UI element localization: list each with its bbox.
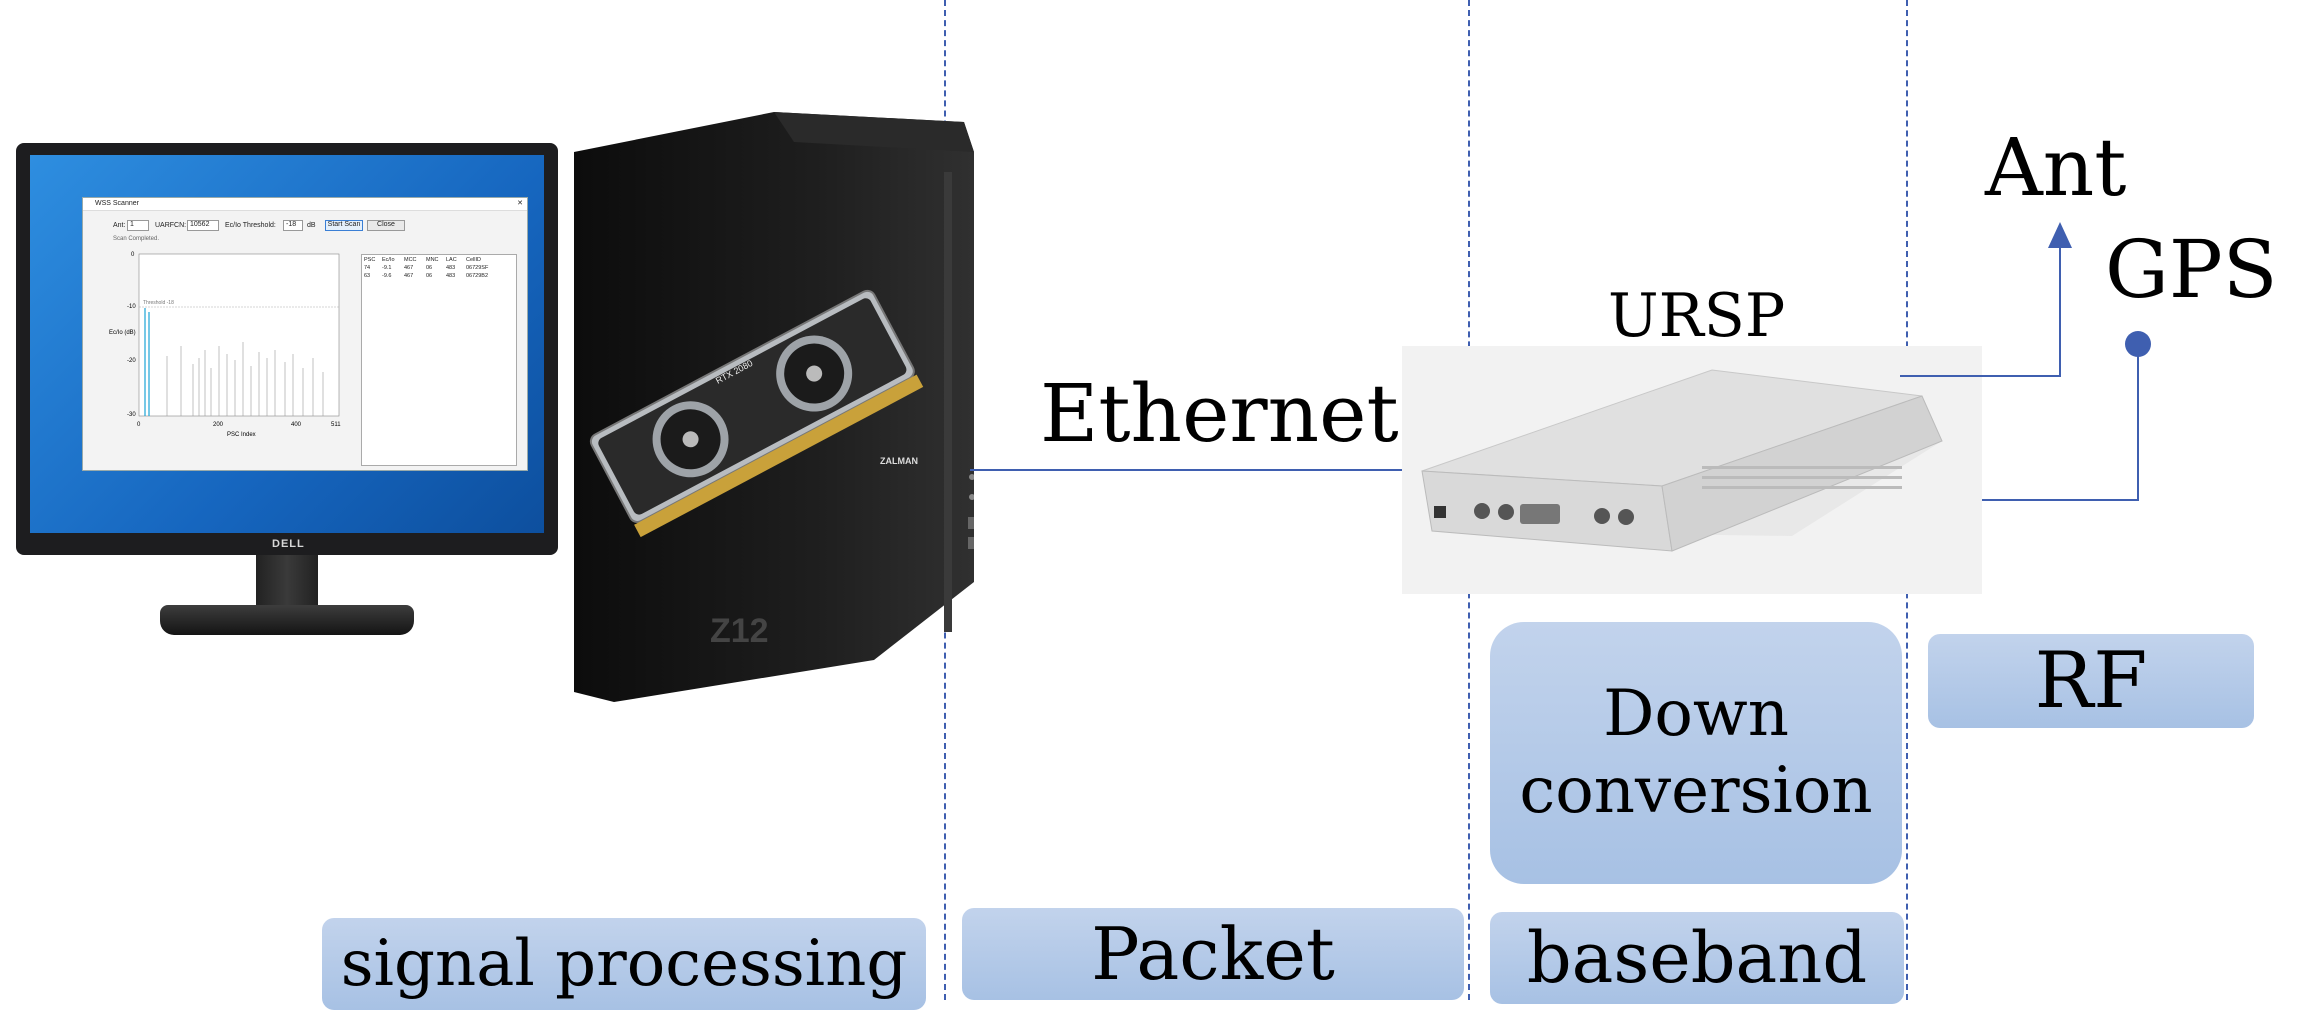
ytick-1: -10 xyxy=(127,304,136,310)
uarfcn-select[interactable]: 10562 xyxy=(187,220,219,231)
ant-select[interactable]: 1 xyxy=(127,220,149,231)
cell-mcc: 467 xyxy=(404,265,414,271)
close-button[interactable]: Close xyxy=(367,220,405,231)
ursp-device xyxy=(1402,346,1982,594)
cell-ecio: -9.6 xyxy=(382,273,392,279)
monitor-screen: WSS Scanner ✕ Ant: 1 UARFCN: 10562 Ec/Io… xyxy=(30,155,544,533)
stage-baseband: baseband xyxy=(1490,912,1904,1004)
gpu: RTX 2080 xyxy=(589,289,924,538)
app-title: WSS Scanner xyxy=(95,200,139,207)
threshold-input[interactable]: -18 xyxy=(283,220,303,231)
xtick-2: 400 xyxy=(291,422,302,428)
monitor-neck xyxy=(256,555,318,610)
col-lac: LAC xyxy=(446,257,457,263)
app-window: WSS Scanner ✕ Ant: 1 UARFCN: 10562 Ec/Io… xyxy=(82,197,528,471)
gps-label: GPS xyxy=(2105,223,2278,316)
scan-status: Scan Completed. xyxy=(113,236,160,242)
ethernet-link xyxy=(970,469,1402,471)
xtick-0: 0 xyxy=(137,422,141,428)
plot-area: 0 -10 -20 -30 0 200 400 511 PSC Index Ec… xyxy=(109,246,349,464)
case-brand: ZALMAN xyxy=(880,456,918,466)
stage-down-conversion-label: Down conversion xyxy=(1519,677,1873,828)
pc-tower-svg: ZALMAN Z12 RTX 2080 xyxy=(574,112,975,702)
plot-bars xyxy=(144,308,324,416)
table-row[interactable]: 74 -9.1 467 06 483 06729SF xyxy=(362,264,516,272)
ytick-3: -30 xyxy=(127,412,136,418)
gps-dot xyxy=(2125,331,2151,357)
stage-rf-label: RF xyxy=(2034,636,2148,726)
app-title-bar: WSS Scanner ✕ xyxy=(83,198,527,211)
cell-mnc: 06 xyxy=(426,273,433,279)
start-scan-button[interactable]: Start Scan xyxy=(325,220,363,231)
cell-lac: 483 xyxy=(446,265,456,271)
stage-signal-processing-label: signal processing xyxy=(340,927,908,1001)
cell-cellid: 06729SF xyxy=(466,265,489,271)
rf-connectors xyxy=(1900,222,2151,501)
threshold-unit: dB xyxy=(307,222,316,229)
plot-ylabel: Ec/Io (dB) xyxy=(109,330,136,336)
xtick-3: 511 xyxy=(331,422,341,428)
stage-packet-label: Packet xyxy=(1091,912,1335,996)
stage-down-conversion: Down conversion xyxy=(1490,622,1902,884)
col-psc: PSC xyxy=(364,257,376,263)
ursp-device-svg xyxy=(1421,369,1943,552)
xtick-1: 200 xyxy=(213,422,224,428)
threshold-label: Ec/Io Threshold: xyxy=(225,222,276,229)
uarfcn-label: UARFCN: xyxy=(155,222,187,229)
table-header: PSC Ec/Io MCC MNC LAC CellID xyxy=(362,255,516,264)
stage-packet: Packet xyxy=(962,908,1464,1000)
ant-label: Ant: xyxy=(113,222,126,229)
app-toolbar: Ant: 1 UARFCN: 10562 Ec/Io Threshold: -1… xyxy=(113,220,513,232)
case-model: Z12 xyxy=(710,612,769,650)
ursp-label: URSP xyxy=(1608,281,1786,351)
cell-ecio: -9.1 xyxy=(382,265,392,271)
app-close-icon[interactable]: ✕ xyxy=(517,200,523,207)
cell-cellid: 06729B2 xyxy=(466,273,489,279)
table-row[interactable]: 63 -9.6 467 06 483 06729B2 xyxy=(362,272,516,280)
col-cellid: CellID xyxy=(466,257,481,263)
cell-mnc: 06 xyxy=(426,265,433,271)
ytick-2: -20 xyxy=(127,358,136,364)
plot-svg: 0 -10 -20 -30 0 200 400 511 PSC Index Ec… xyxy=(109,252,341,438)
stage-baseband-label: baseband xyxy=(1526,917,1868,999)
stage-signal-processing: signal processing xyxy=(322,918,926,1010)
ant-arrowhead xyxy=(2048,222,2072,248)
col-mcc: MCC xyxy=(404,257,417,263)
monitor-brand-logo: DELL xyxy=(272,538,305,550)
stage-rf: RF xyxy=(1928,634,2254,728)
threshold-note: Threshold -18 xyxy=(143,300,174,306)
ytick-0: 0 xyxy=(131,252,135,258)
pc-tower: ZALMAN Z12 RTX 2080 xyxy=(574,112,975,702)
results-table: PSC Ec/Io MCC MNC LAC CellID 74 -9.1 467… xyxy=(361,254,517,466)
plot-xlabel: PSC Index xyxy=(227,432,256,438)
cell-mcc: 467 xyxy=(404,273,414,279)
col-mnc: MNC xyxy=(426,257,439,263)
cell-psc: 74 xyxy=(364,265,371,271)
monitor: WSS Scanner ✕ Ant: 1 UARFCN: 10562 Ec/Io… xyxy=(16,143,558,555)
col-ecio: Ec/Io xyxy=(382,257,395,263)
ethernet-label: Ethernet xyxy=(1040,367,1399,460)
ant-label: Ant xyxy=(1985,121,2127,214)
monitor-base xyxy=(160,605,414,635)
cell-lac: 483 xyxy=(446,273,456,279)
cell-psc: 63 xyxy=(364,273,371,279)
